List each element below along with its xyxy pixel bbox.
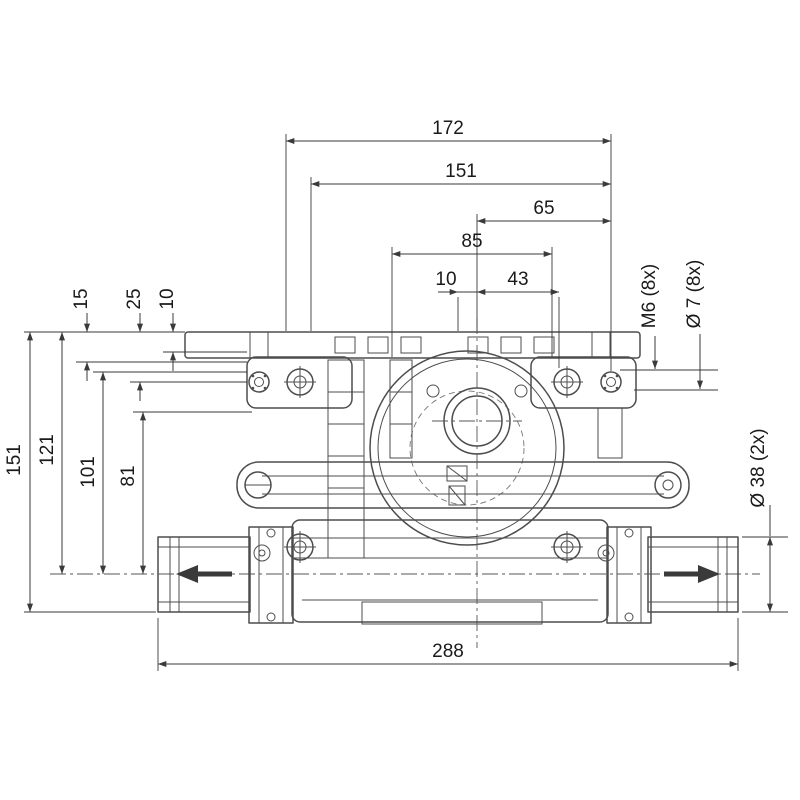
part-pipe-left [157, 536, 251, 613]
part-manifold [291, 519, 609, 625]
dim-25: 25 [124, 288, 145, 401]
flow-arrow-left-icon [176, 565, 232, 583]
part-center-plugs [446, 465, 468, 506]
dim-label-15: 15 [71, 288, 92, 309]
side-hole-icon [654, 471, 682, 499]
dim-dia38-pipe: Ø 38 (2x) [748, 428, 773, 612]
dim-151-top: 151 [311, 161, 611, 187]
extension-lines [24, 134, 788, 671]
part-coupling-right [606, 526, 652, 624]
dim-label-m6: M6 (8x) [639, 264, 660, 328]
dim-label-101: 101 [78, 456, 99, 488]
ear-hole-icon [248, 371, 270, 393]
dim-151-left: 151 [4, 332, 33, 612]
flow-arrow-right-icon [664, 565, 720, 583]
dim-43: 43 [477, 269, 559, 295]
dim-label-121: 121 [37, 434, 58, 466]
part-upper-flange-right [530, 356, 637, 409]
dim-121: 121 [37, 332, 65, 574]
dim-288: 288 [158, 641, 738, 667]
dim-m6-holes: M6 (8x) [639, 264, 660, 369]
dim-dia7-holes: Ø 7 (8x) [684, 260, 705, 389]
dim-label-151-left: 151 [4, 444, 25, 476]
dim-label-172: 172 [432, 118, 464, 139]
dim-label-25: 25 [124, 288, 145, 309]
dim-label-288: 288 [432, 641, 464, 662]
dim-10-top: 10 [435, 269, 477, 295]
dim-10-left: 10 [157, 288, 178, 371]
dim-label-43: 43 [507, 269, 528, 290]
dim-81: 81 [118, 412, 146, 574]
part-mid-flange [236, 461, 690, 509]
dim-label-85: 85 [461, 231, 482, 252]
dim-15: 15 [71, 288, 92, 381]
dim-label-dia38: Ø 38 (2x) [748, 428, 769, 507]
dim-85: 85 [392, 231, 552, 257]
dim-label-dia7: Ø 7 (8x) [684, 260, 705, 329]
ear-hole-icon [600, 371, 622, 393]
dim-label-10-top: 10 [435, 269, 456, 290]
dim-101: 101 [78, 372, 106, 574]
dim-label-151-top: 151 [445, 161, 477, 182]
centerlines [50, 318, 760, 648]
part-upper-flange-left [246, 356, 353, 409]
part-main-housing [369, 350, 565, 546]
part-coupling-left [248, 526, 294, 624]
dim-label-10-left: 10 [157, 288, 178, 309]
dim-label-65: 65 [533, 198, 554, 219]
dim-172: 172 [286, 118, 611, 144]
dim-label-81: 81 [118, 465, 139, 486]
part-top-plate [184, 331, 641, 359]
dim-65: 65 [477, 198, 611, 224]
part-shaft-bore [443, 387, 511, 455]
